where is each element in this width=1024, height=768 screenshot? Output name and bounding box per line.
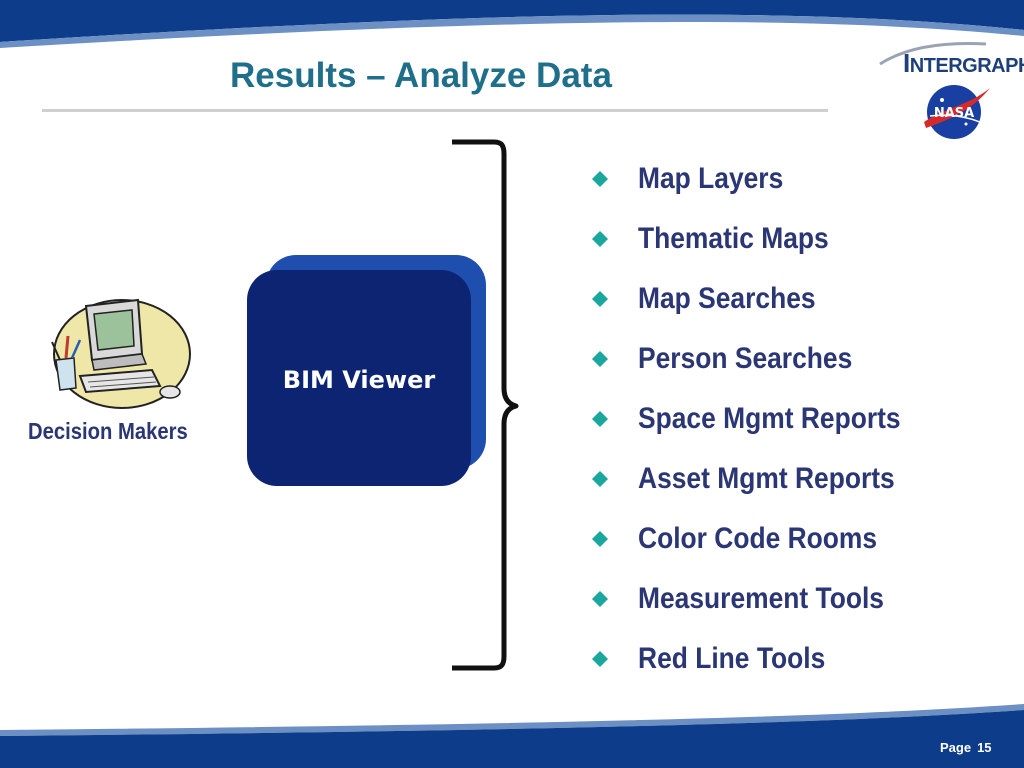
list-item-label: Red Line Tools <box>638 642 826 675</box>
intergraph-swoosh-icon <box>879 42 987 66</box>
list-item-label: Thematic Maps <box>638 222 829 255</box>
diamond-bullet-icon <box>592 351 608 367</box>
diamond-bullet-icon <box>592 591 608 607</box>
list-item: Measurement Tools <box>586 569 936 629</box>
list-item: Color Code Rooms <box>586 509 936 569</box>
bim-viewer-label: BIM Viewer <box>282 366 436 394</box>
list-item-label: Map Searches <box>638 282 816 315</box>
nasa-logo-text: NASA <box>934 106 974 121</box>
title-divider <box>42 109 828 112</box>
list-item-label: Measurement Tools <box>638 582 884 615</box>
list-item: Asset Mgmt Reports <box>586 449 936 509</box>
right-curly-brace-icon <box>452 139 519 671</box>
list-item-label: Person Searches <box>638 342 853 375</box>
list-item-label: Asset Mgmt Reports <box>638 462 895 495</box>
nasa-logo-icon: NASA <box>924 85 990 139</box>
list-item: Map Searches <box>586 269 936 329</box>
list-item-label: Color Code Rooms <box>638 522 878 555</box>
diamond-bullet-icon <box>592 651 608 667</box>
list-item: Space Mgmt Reports <box>586 389 936 449</box>
computer-clipart-icon <box>51 298 191 409</box>
diamond-bullet-icon <box>592 531 608 547</box>
list-item: Map Layers <box>586 149 936 209</box>
diamond-bullet-icon <box>592 471 608 487</box>
page-number-value: 15 <box>977 740 992 755</box>
list-item: Thematic Maps <box>586 209 936 269</box>
intergraph-logo: INTERGRAPH <box>903 48 1024 79</box>
list-item: Person Searches <box>586 329 936 389</box>
bim-viewer-box <box>247 270 471 486</box>
list-item: Red Line Tools <box>586 629 936 689</box>
feature-list: Map Layers Thematic Maps Map Searches Pe… <box>586 149 936 689</box>
top-swoosh-banner <box>0 0 1024 48</box>
list-item-label: Space Mgmt Reports <box>638 402 901 435</box>
diamond-bullet-icon <box>592 171 608 187</box>
diamond-bullet-icon <box>592 231 608 247</box>
intergraph-logo-initial: I <box>903 48 910 78</box>
page-label: Page <box>940 740 972 755</box>
intergraph-logo-rest: NTERGRAPH <box>909 55 1024 77</box>
list-item-label: Map Layers <box>638 162 784 195</box>
diamond-bullet-icon <box>592 291 608 307</box>
slide-title: Results – Analyze Data <box>230 56 612 95</box>
bottom-swoosh-banner <box>0 704 1024 768</box>
page-number: Page 15 <box>940 740 992 755</box>
decision-makers-label: Decision Makers <box>28 418 188 444</box>
diamond-bullet-icon <box>592 411 608 427</box>
